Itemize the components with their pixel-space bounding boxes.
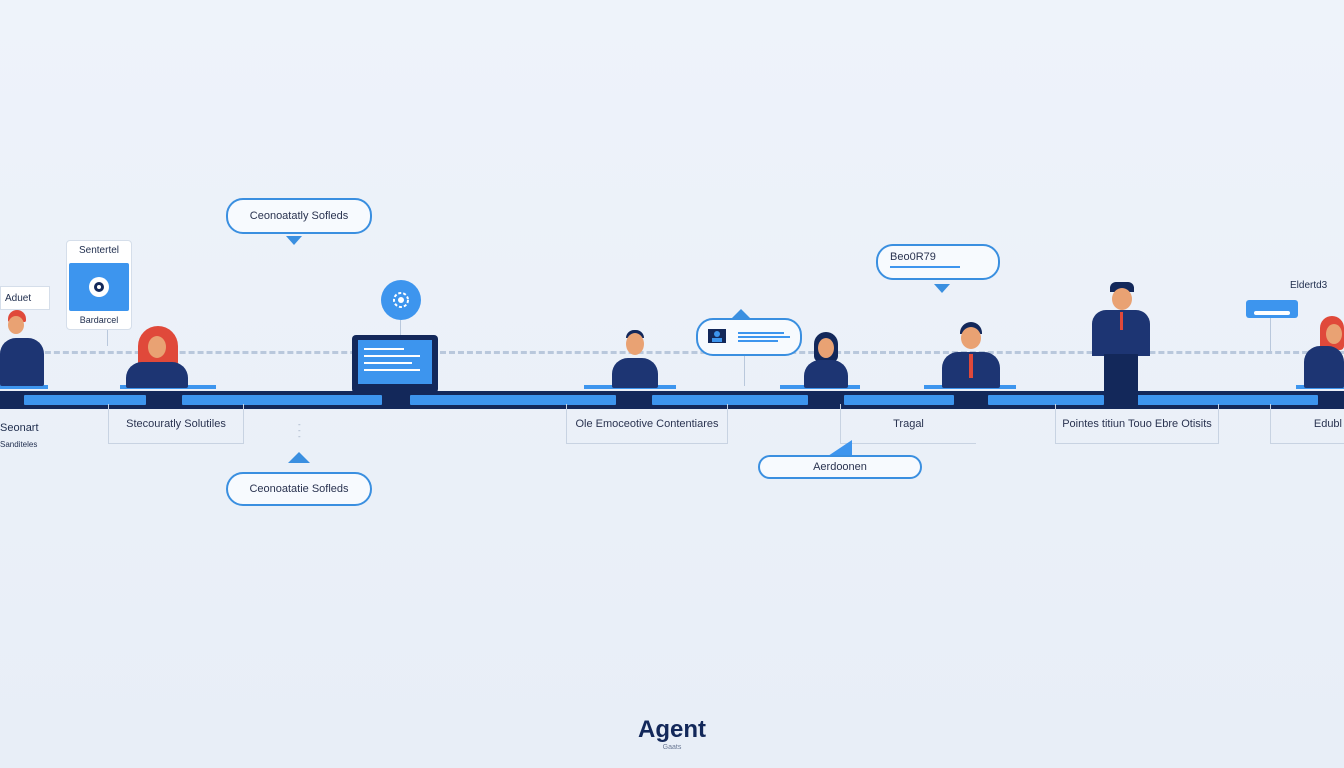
far-right-badge [1246,300,1298,318]
pipeline-segment [1136,395,1318,405]
station-label: Tragal [840,404,976,444]
user-badge-icon [708,329,726,343]
connector-line [400,320,401,338]
person-red-hair [124,326,190,388]
station-label: Ole Emoceotive Contentiares [566,404,728,444]
callout-top-right[interactable]: Beo0R79 [876,244,1000,280]
card-subtitle: Bardarcel [79,315,119,325]
card-title: Sentertel [78,245,120,256]
connector-line [107,330,108,346]
footer-subtitle: Gaats [662,744,682,751]
callout-pointer [286,236,302,245]
callout-top-left[interactable]: Ceonoatatly Sofleds [226,198,372,234]
dotted-connector: --- [298,420,301,441]
desk [0,385,48,389]
callout-pointer [934,284,950,293]
pipeline-segment [410,395,616,405]
far-left-tag: Aduet [0,286,50,310]
callout-pointer [288,452,310,463]
person-center-man [610,330,660,388]
laptop-icon[interactable] [352,335,438,393]
connector-line [1270,318,1271,352]
station-label: Pointes titiun Touo Ebre Otisits [1055,404,1219,444]
gear-icon[interactable] [381,280,421,320]
person-red-tie [942,322,1000,388]
settings-icon [69,263,129,311]
settings-card[interactable]: Sentertel Bardarcel [66,240,132,330]
pipeline-segment [844,395,954,405]
callout-pointer [828,440,852,456]
station-label: Edubl [1270,404,1344,444]
dashed-guide-line [0,351,1344,354]
callout-bottom-left[interactable]: Ceonoatatie Sofleds [226,472,372,506]
person-far-left [0,310,46,386]
pipeline-segment [182,395,382,405]
person-center-woman [802,332,850,388]
pipeline-segment [24,395,146,405]
pipeline-segment [652,395,808,405]
station-sublabel: Sanditeles [0,440,38,449]
person-standing [1090,282,1152,406]
callout-top-right-label: Beo0R79 [890,251,936,263]
connector-line [744,356,745,386]
callout-bottom-center[interactable]: Aerdoonen [758,455,922,479]
footer-title: Agent [638,716,706,743]
station-label: Stecouratly Solutiles [108,404,244,444]
callout-pointer [730,309,752,320]
pipeline-segment [988,395,1104,405]
station-label: Seonart [0,422,39,434]
far-right-tag: Eldertd3 [1290,279,1328,291]
person-far-right [1300,316,1344,388]
user-badge-callout[interactable] [696,318,802,356]
